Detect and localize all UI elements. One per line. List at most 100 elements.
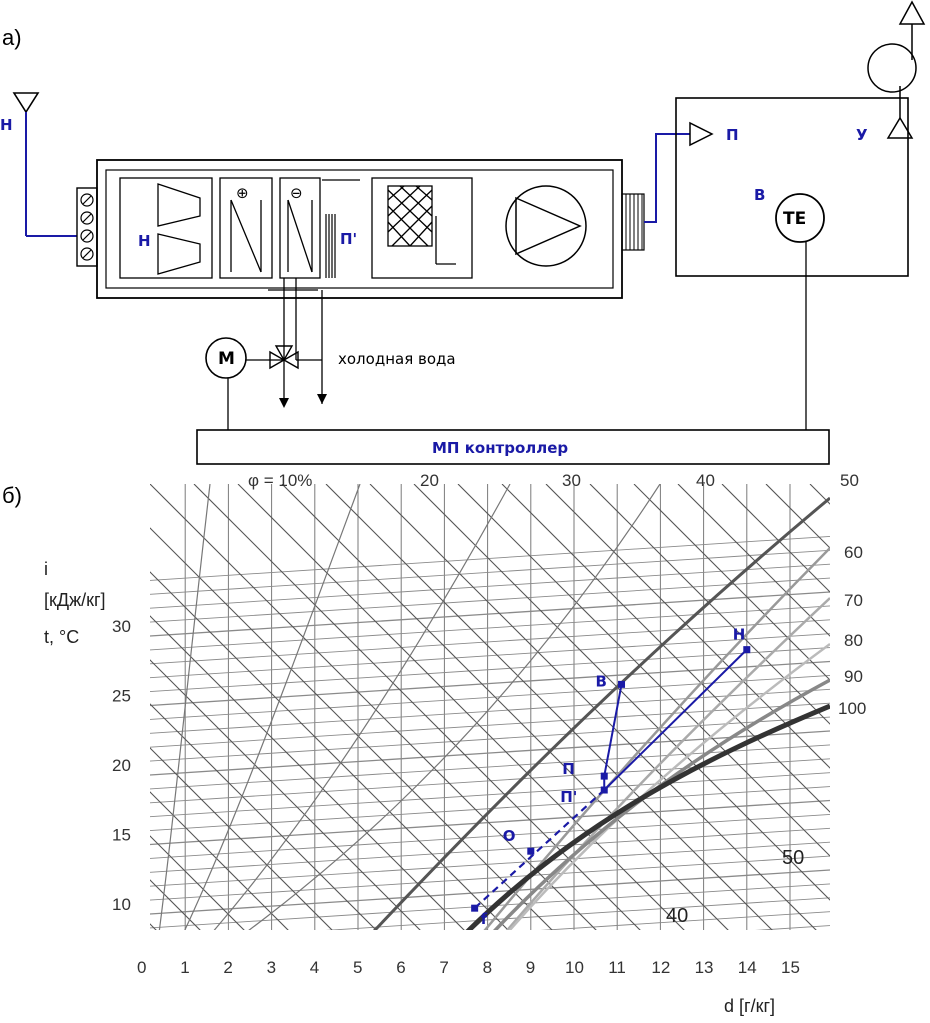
x-tick-label: 3	[267, 958, 276, 977]
x-tick-label: 0	[137, 958, 146, 977]
isotherm-line	[150, 660, 830, 707]
supply-label: П	[726, 126, 739, 144]
x-tick-label: 4	[310, 958, 319, 977]
enthalpy-line	[150, 703, 377, 930]
phi-label: 70	[844, 591, 863, 610]
heater-sign: ⊕	[236, 184, 249, 202]
isotherm-line	[540, 911, 830, 930]
enthalpy-line	[150, 747, 333, 930]
x-tick-label: 2	[223, 958, 232, 977]
state-point-label: Н	[733, 626, 746, 644]
controller-box	[196, 429, 830, 465]
enthalpy-line	[0, 484, 162, 1023]
phi-label: 100	[838, 699, 866, 718]
enthalpy-line	[150, 615, 465, 930]
temperature-sensor-icon	[775, 193, 825, 430]
isotherm-line	[150, 702, 830, 748]
isotherm-line	[150, 563, 830, 609]
process-segment	[603, 684, 623, 777]
t-tick-label: 10	[112, 895, 131, 914]
isotherm-line	[150, 744, 830, 790]
cassette-section-icon	[371, 177, 473, 279]
enthalpy-line	[0, 484, 206, 1023]
panel-a-tag: а)	[2, 25, 22, 50]
valve-motor-icon	[205, 337, 247, 379]
state-point-label: П	[562, 760, 575, 778]
x-tick-label: 7	[439, 958, 448, 977]
x-tick-label: 6	[396, 958, 405, 977]
isotherm-line	[325, 897, 830, 930]
isotherm-line	[150, 813, 830, 859]
isotherm-line	[150, 758, 830, 804]
enthalpy-line	[193, 484, 641, 930]
panel-b-tag: б)	[2, 483, 22, 508]
flexible-connector-icon	[621, 193, 645, 251]
isotherm-line	[150, 730, 830, 776]
enthalpy-line	[545, 484, 830, 769]
phi-label: 60	[844, 543, 863, 562]
isotherm-line	[150, 591, 830, 637]
enthalpy-line	[0, 484, 118, 1023]
state-point-label: f	[481, 910, 488, 928]
x-tick-label: 5	[353, 958, 362, 977]
x-tick-label: 10	[565, 958, 584, 977]
isotherm-line	[150, 841, 830, 887]
isotherm-line	[150, 786, 830, 832]
x-tick-label: 14	[738, 958, 757, 977]
exhaust-label: У	[856, 126, 868, 144]
enthalpy-line	[150, 659, 421, 930]
isotherm-line	[150, 535, 830, 581]
x-tick-label: 11	[608, 958, 626, 977]
enthalpy-line	[898, 484, 930, 1023]
rh-curve	[184, 484, 361, 930]
phi-label: 90	[844, 667, 863, 686]
phi-label: 30	[562, 471, 581, 490]
t-tick-label: 30	[112, 617, 131, 636]
x-tick-label: 8	[483, 958, 492, 977]
enthalpy-line	[765, 484, 830, 549]
x-tick-label: 12	[651, 958, 670, 977]
isotherm-line	[150, 688, 830, 734]
rh-curve	[158, 484, 211, 930]
exhaust-fan-icon	[867, 0, 926, 139]
three-way-valve-icon	[269, 345, 299, 370]
enthalpy-line	[721, 484, 830, 593]
dew-point-segment	[473, 789, 605, 909]
isotherm-line	[150, 577, 830, 623]
rh-curve	[465, 703, 830, 930]
phi-label: 80	[844, 631, 863, 650]
enthalpy-line	[281, 484, 729, 930]
cold-water-label: холодная вода	[338, 350, 456, 368]
enthalpy-line	[589, 484, 830, 725]
humidity-curves	[158, 484, 830, 930]
room-box	[675, 97, 909, 277]
state-point-label: О	[503, 827, 516, 845]
x-axis-label: d [г/кг]	[724, 996, 775, 1016]
room-label: В	[754, 186, 765, 204]
cooler-coil-icon	[279, 177, 321, 279]
enthalpy-line	[325, 484, 773, 930]
supply-outlet-icon	[689, 121, 714, 147]
heater-coil-icon	[219, 177, 273, 279]
y-label-units: [кДж/кг]	[44, 590, 106, 610]
rh-curve	[213, 484, 511, 930]
water-flow-arrows	[279, 394, 327, 408]
filter-section-icon	[119, 177, 213, 279]
y-label-i: i	[44, 559, 48, 579]
id-chart-grid	[0, 484, 930, 1023]
isotherm-line	[150, 549, 830, 595]
y-label-t: t, °C	[44, 627, 79, 647]
isotherm-line	[150, 619, 830, 665]
state-point-marker	[471, 904, 479, 912]
rh-curve	[483, 547, 830, 930]
enthalpy-line	[809, 484, 830, 505]
state-point-label: В	[596, 672, 607, 690]
panel-a: а) Н Н	[0, 0, 926, 465]
isotherm-line	[150, 869, 830, 915]
phi-label: φ = 10%	[248, 471, 312, 490]
